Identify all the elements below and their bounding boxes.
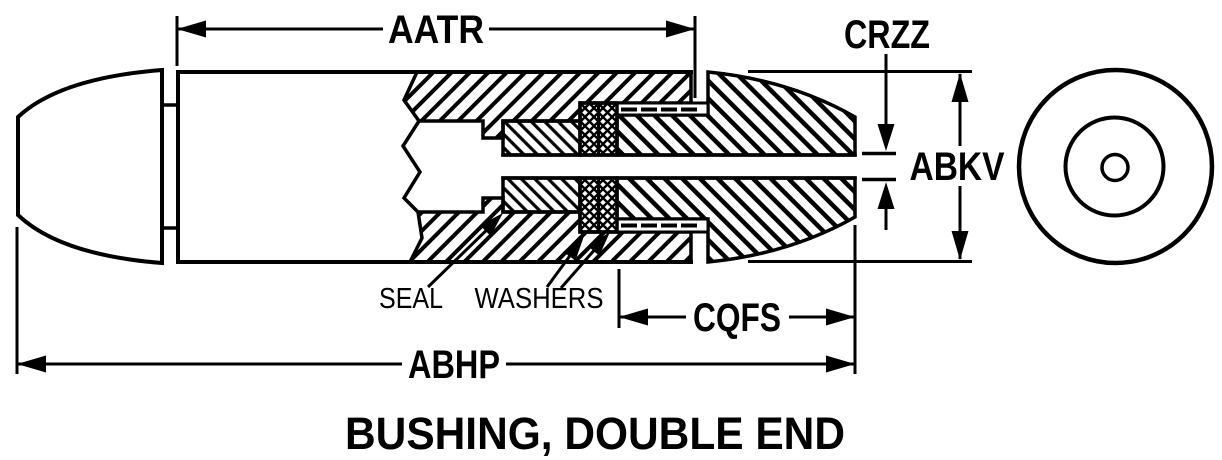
aatr-label: AATR <box>388 8 484 52</box>
cqfs-dimension <box>617 225 857 374</box>
cqfs-arrow-right <box>826 308 855 326</box>
crzz-label: CRZZ <box>844 13 930 57</box>
abhp-arrow-right <box>826 355 855 373</box>
crzz-arrow-down <box>877 124 895 151</box>
left-nose-cap <box>16 67 164 266</box>
washer-stack <box>578 101 619 234</box>
washers-label: WASHERS <box>475 283 604 315</box>
end-view <box>1016 67 1215 266</box>
aatr-dimension <box>175 16 697 98</box>
break-line <box>400 118 423 215</box>
abhp-dimension <box>15 227 855 374</box>
aatr-arrow-left <box>177 20 206 38</box>
seal-leader-arrow <box>480 213 503 236</box>
seal-label: SEAL <box>379 283 443 315</box>
recess-strip-top <box>615 101 710 117</box>
crzz-dimension <box>862 54 896 230</box>
washers-callout: WASHERS <box>475 232 610 315</box>
cqfs-label: CQFS <box>693 296 781 340</box>
washers-leader-arrow-2 <box>587 232 610 256</box>
recess-strip-bottom <box>615 217 710 234</box>
end-view-bore-circle <box>1100 152 1130 183</box>
abkv-arrow-up <box>951 73 969 102</box>
washers-leader-arrow-1 <box>563 236 584 261</box>
cqfs-arrow-left <box>619 308 648 326</box>
abhp-arrow-left <box>17 355 46 373</box>
abkv-label: ABKV <box>910 145 1005 189</box>
abkv-dimension <box>748 70 972 263</box>
seal-block-top <box>501 119 582 157</box>
seal-block-bottom <box>501 176 582 214</box>
aatr-arrow-right <box>666 20 695 38</box>
seal-callout: SEAL <box>379 213 503 315</box>
side-section-view <box>16 67 857 266</box>
abhp-label: ABHP <box>408 343 500 387</box>
drawing-title: BUSHING, DOUBLE END <box>345 408 845 459</box>
abkv-arrow-down <box>951 231 969 260</box>
